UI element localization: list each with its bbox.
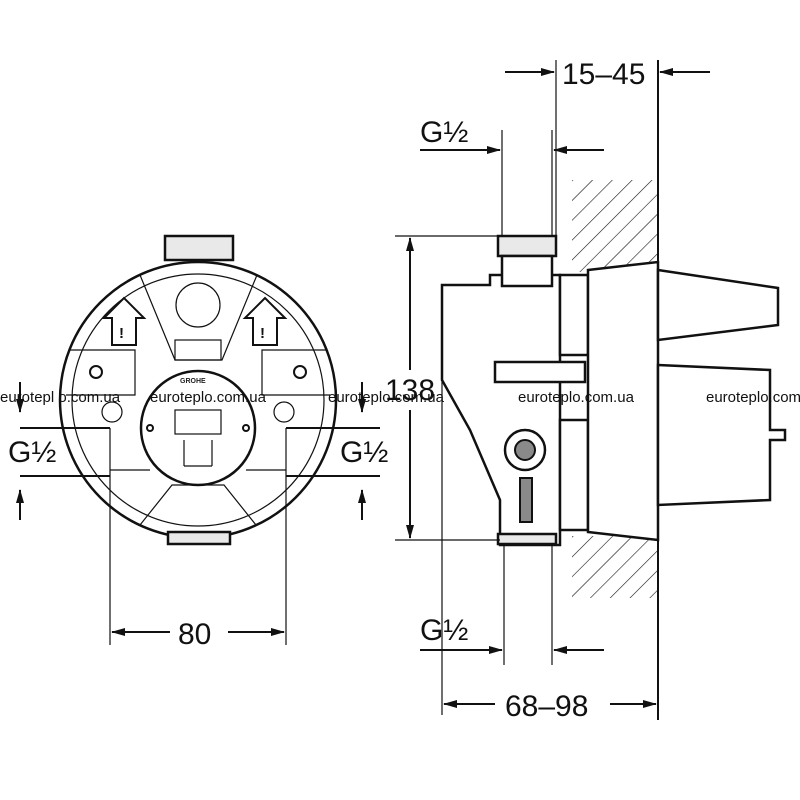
height-label: 138 xyxy=(385,374,435,407)
left-port xyxy=(101,401,123,423)
right-thread-label: G½ xyxy=(340,436,388,469)
left-mount-hole xyxy=(89,365,103,379)
front-view: ! ! GROHE xyxy=(16,234,380,645)
lower-wedge xyxy=(139,484,257,526)
right-up-arrow-icon xyxy=(242,296,288,346)
side-bottom-nipple xyxy=(496,532,558,546)
top-thread-label: G½ xyxy=(420,116,468,149)
wall-hatch-bottom xyxy=(572,536,658,598)
valve-stem xyxy=(183,440,213,467)
watermark-5: euroteplo.com.ua xyxy=(706,389,800,406)
side-body xyxy=(440,273,562,547)
side-stem xyxy=(519,477,533,523)
right-warning-mark: ! xyxy=(260,325,265,342)
right-ear xyxy=(261,349,330,396)
left-warning-mark: ! xyxy=(119,325,124,342)
watermark-2: euroteplo.com.ua xyxy=(150,389,267,406)
mount-plate-lower xyxy=(558,418,590,532)
bottom-range-label: 68–98 xyxy=(505,690,588,723)
valve-left-dot xyxy=(146,424,154,432)
guide-bar xyxy=(493,360,587,384)
mount-plate-upper xyxy=(558,273,590,357)
side-view xyxy=(395,60,787,720)
top-nipple xyxy=(163,234,235,262)
brand-logo: GROHE xyxy=(180,378,206,385)
upper-port-block xyxy=(174,339,222,361)
side-port-inner xyxy=(514,439,536,461)
bottom-thread-label: G½ xyxy=(420,614,468,647)
valve-core xyxy=(174,409,222,435)
cover-plate xyxy=(586,260,660,542)
right-mount-hole xyxy=(293,365,307,379)
sleeve-lower xyxy=(656,363,787,507)
body-inner-ring xyxy=(71,273,325,527)
left-ear xyxy=(66,349,136,396)
top-range-label: 15–45 xyxy=(562,58,645,91)
watermark-4: euroteplo.com.ua xyxy=(518,389,635,406)
wall-hatch-top xyxy=(572,180,658,272)
sleeve-upper xyxy=(656,268,780,342)
watermark-1: eurotepl o.com.ua xyxy=(0,389,121,406)
width-label: 80 xyxy=(178,618,211,651)
valve-right-dot xyxy=(242,424,250,432)
side-top-nipple xyxy=(496,234,558,258)
side-top-neck xyxy=(500,254,554,288)
left-thread-label: G½ xyxy=(8,436,56,469)
right-port xyxy=(273,401,295,423)
upper-port-circle xyxy=(175,282,221,328)
left-up-arrow-icon xyxy=(101,296,147,346)
watermark-3: euroteplo.com.ua xyxy=(328,389,445,406)
bottom-nipple xyxy=(166,530,232,546)
